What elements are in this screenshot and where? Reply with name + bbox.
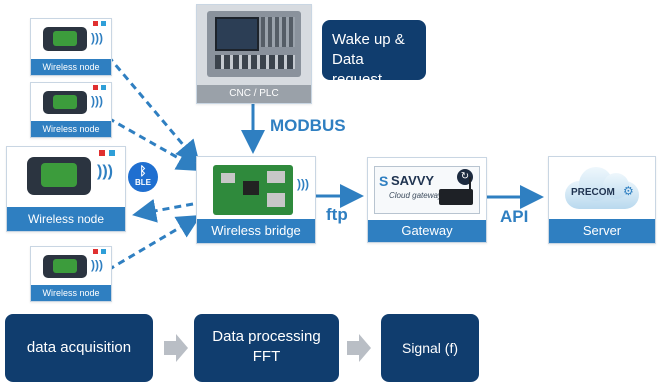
savvy-logo-panel: S SAVVY Cloud gateway ↻ — [374, 166, 480, 214]
status-led-blue — [109, 150, 115, 156]
plc-keypad — [261, 17, 295, 47]
gear-icon: ⚙ — [623, 184, 634, 198]
step3-text: Signal (f) — [401, 340, 459, 356]
wake-up-data-request-box: Wake up & Data request — [322, 20, 426, 88]
pipeline-arrow-1 — [164, 334, 188, 362]
gateway[interactable]: S SAVVY Cloud gateway ↻ Gateway — [367, 157, 487, 243]
status-led-red — [99, 150, 105, 156]
wireless-node-4[interactable]: ))) Wireless node — [30, 246, 112, 302]
node-label: Wireless node — [31, 59, 111, 75]
step1-text: data acquisition — [26, 339, 132, 356]
wifi-signal-icon: ))) — [91, 94, 103, 108]
sensor-icon — [27, 157, 91, 195]
server-caption: Server — [549, 219, 655, 243]
ble-label: BLE — [135, 178, 151, 187]
status-led-blue — [101, 85, 106, 90]
raspberry-pi-board — [213, 165, 293, 215]
wifi-signal-icon: ))) — [297, 177, 309, 191]
cnc-plc-device[interactable]: CNC / PLC — [196, 4, 312, 104]
wireless-node-3[interactable]: ))) Wireless node — [6, 146, 126, 232]
step2-text: Data processing FFT — [212, 328, 321, 365]
pipeline-step-signal: Signal (f) — [381, 314, 479, 382]
plc-buttons — [215, 55, 295, 69]
wifi-signal-icon: ))) — [91, 31, 103, 45]
ftp-label: ftp — [326, 205, 348, 224]
savvy-brand: SAVVY — [391, 173, 435, 188]
plc-panel-image — [207, 11, 301, 77]
wireless-node-1[interactable]: ))) Wireless node — [30, 18, 112, 76]
pipeline-step-data-processing: Data processing FFT — [194, 314, 339, 382]
api-label: API — [500, 207, 529, 226]
status-led-red — [93, 85, 98, 90]
server[interactable]: PRECOM ⚙ Server — [548, 156, 656, 244]
gateway-caption: Gateway — [368, 220, 486, 242]
cloud-icon: PRECOM ⚙ — [561, 165, 643, 209]
arrow-node2-bridge — [107, 116, 202, 171]
bridge-caption: Wireless bridge — [197, 219, 315, 243]
sensor-icon — [43, 91, 87, 114]
plc-caption: CNC / PLC — [197, 85, 311, 103]
arrow-node1-bridge — [87, 34, 200, 165]
status-led-red — [93, 249, 98, 254]
plc-screen — [215, 17, 259, 51]
bluetooth-ble-icon: ᛒ BLE — [128, 162, 158, 192]
savvy-subtitle: Cloud gateway — [389, 191, 442, 200]
node-label: Wireless node — [31, 285, 111, 301]
wireless-bridge[interactable]: ))) Wireless bridge — [196, 156, 316, 244]
wifi-signal-icon: ))) — [91, 258, 103, 272]
arrow-node4-bridge — [86, 214, 202, 290]
node-label: Wireless node — [31, 121, 111, 137]
sensor-icon — [43, 27, 87, 51]
modbus-label: MODBUS — [270, 116, 346, 135]
wake-up-text: Wake up & Data request — [332, 31, 405, 88]
sensor-icon — [43, 255, 87, 278]
arrow-bridge-node3 — [132, 198, 194, 223]
pipeline-step-data-acquisition: data acquisition — [5, 314, 153, 382]
antenna-icon — [469, 177, 471, 191]
status-led-blue — [101, 21, 106, 26]
pipeline-arrow-2 — [347, 334, 371, 362]
node-label: Wireless node — [7, 207, 125, 231]
precom-logo: PRECOM — [571, 187, 615, 198]
wireless-node-2[interactable]: ))) Wireless node — [30, 82, 112, 138]
wifi-signal-icon: ))) — [97, 163, 113, 180]
status-led-red — [93, 21, 98, 26]
gateway-device-image — [439, 189, 473, 205]
savvy-logo-icon: S — [379, 173, 389, 189]
status-led-blue — [101, 249, 106, 254]
